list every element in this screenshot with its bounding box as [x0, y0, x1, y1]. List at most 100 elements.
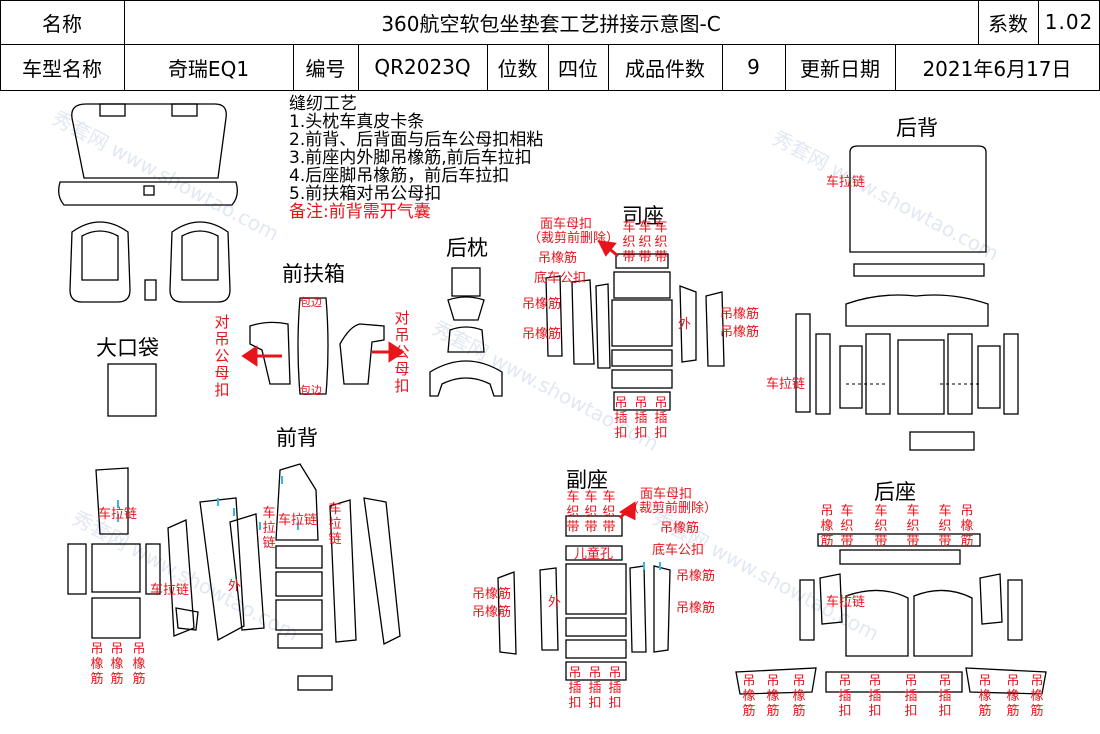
zipper-label: 车拉链 — [278, 513, 318, 528]
elastic-label: 吊橡筋 — [820, 504, 834, 549]
elastic-label: 吊橡筋 — [132, 642, 146, 687]
note-item: 2.前背、后背面与后车公母扣相粘 — [289, 130, 544, 150]
section-passenger-seat: 副座 — [566, 468, 608, 492]
notes-remark: 备注:前背需开气囊 — [289, 202, 431, 222]
section-front-armrest: 前扶箱 — [282, 262, 345, 286]
elastic-label: 吊橡筋 — [1030, 674, 1044, 719]
hook-buckle-label: 吊插扣 — [634, 396, 648, 441]
woven-strip-label: 车织带 — [622, 220, 636, 265]
note-item: 3.前座内外脚吊橡筋,前后车拉扣 — [289, 148, 532, 168]
woven-strip-label: 车织带 — [584, 490, 598, 535]
outer-label: 外 — [228, 579, 242, 594]
paired-buckle-label: 对吊公母扣 — [214, 313, 230, 399]
elastic-label: 吊橡筋 — [522, 297, 562, 312]
elastic-label: 吊橡筋 — [720, 325, 760, 340]
zipper-label: 车拉链 — [826, 595, 866, 610]
hook-buckle-label: 吊插扣 — [588, 666, 602, 711]
name-label: 名称 — [42, 11, 82, 36]
note-item: 5.前扶箱对吊公母扣 — [289, 184, 442, 204]
driver-seat-pieces — [545, 253, 725, 411]
hook-buckle-label: 吊插扣 — [868, 674, 882, 719]
rear-seat-pieces — [735, 533, 1047, 695]
code-label: 编号 — [305, 56, 346, 81]
notes-title: 缝纫工艺 — [289, 94, 357, 114]
elastic-label: 吊橡筋 — [742, 674, 756, 719]
rear-headrest-pieces — [429, 267, 503, 397]
page-title: 360航空软包坐垫套工艺拼接示意图-C — [381, 11, 721, 36]
elastic-label: 吊橡筋 — [110, 642, 124, 687]
trim-note-label: （裁剪前删除） — [528, 231, 620, 246]
hook-buckle-label: 吊插扣 — [614, 396, 628, 441]
elastic-label: 吊橡筋 — [978, 674, 992, 719]
coef-label: 系数 — [988, 11, 1028, 36]
coef-value: 1.02 — [1044, 10, 1094, 34]
section-driver-seat: 司座 — [622, 204, 664, 228]
trim-note-label: （裁剪前删除） — [626, 501, 718, 516]
woven-strip-label: 车织带 — [638, 220, 652, 265]
section-rear-headrest: 后枕 — [446, 236, 488, 260]
woven-strip-label: 车织带 — [654, 220, 668, 265]
hook-buckle-label: 吊插扣 — [904, 674, 918, 719]
sewing-notes: 缝纫工艺 1.头枕车真皮卡条 2.前背、后背面与后车公母扣相粘 3.前座内外脚吊… — [289, 95, 543, 221]
rear-back-pieces — [795, 145, 1019, 451]
cyan-markers — [117, 476, 661, 570]
elastic-label: 吊橡筋 — [660, 521, 700, 536]
pieces-label: 成品件数 — [625, 56, 705, 81]
elastic-label: 吊橡筋 — [90, 642, 104, 687]
zipper-label: 车拉链 — [766, 377, 806, 392]
note-item: 4.后座脚吊橡筋，前后车拉扣 — [289, 166, 510, 186]
section-rear-back: 后背 — [896, 116, 938, 140]
hook-buckle-label: 吊插扣 — [838, 674, 852, 719]
front-armrest-pieces — [249, 297, 385, 395]
arrow-icons — [241, 240, 636, 521]
elastic-label: 吊橡筋 — [792, 674, 806, 719]
elastic-label: 吊橡筋 — [960, 504, 974, 549]
outer-label: 外 — [548, 595, 562, 610]
woven-strip-label: 车织带 — [906, 504, 920, 549]
edge-binding-label: 包边 — [300, 296, 322, 309]
section-rear-seat: 后座 — [874, 480, 916, 504]
zipper-label: 车拉链 — [98, 507, 138, 522]
passenger-seat-pieces — [497, 515, 671, 681]
outer-label: 外 — [678, 317, 692, 332]
elastic-label: 吊橡筋 — [676, 601, 716, 616]
woven-strip-label: 车织带 — [566, 490, 580, 535]
paired-buckle-label: 对吊公母扣 — [394, 309, 410, 395]
elastic-label: 吊橡筋 — [472, 587, 512, 602]
pieces-value: 9 — [747, 55, 760, 79]
hook-buckle-label: 吊插扣 — [568, 666, 582, 711]
model-label: 车型名称 — [22, 56, 102, 81]
woven-strip-label: 车织带 — [874, 504, 888, 549]
elastic-label: 吊橡筋 — [538, 251, 578, 266]
big-pocket-piece — [107, 363, 157, 417]
seat-overview — [58, 103, 238, 303]
section-front-back: 前背 — [276, 426, 318, 450]
hook-buckle-label: 吊插扣 — [938, 674, 952, 719]
front-back-pieces — [67, 463, 401, 691]
seats-value: 四位 — [558, 56, 598, 81]
elastic-label: 吊橡筋 — [766, 674, 780, 719]
bottom-buckle-label: 底车公扣 — [534, 271, 587, 286]
child-hole-label: 儿童孔 — [574, 547, 614, 562]
zipper-label: 车拉链 — [262, 506, 276, 551]
elastic-label: 吊橡筋 — [720, 307, 760, 322]
bottom-buckle-label: 底车公扣 — [652, 543, 705, 558]
edge-binding-label: 包边 — [300, 384, 322, 397]
hook-buckle-label: 吊插扣 — [654, 396, 668, 441]
woven-strip-label: 车织带 — [840, 504, 854, 549]
hook-buckle-label: 吊插扣 — [608, 666, 622, 711]
date-value: 2021年6月17日 — [922, 56, 1072, 81]
elastic-label: 吊橡筋 — [1006, 674, 1020, 719]
section-big-pocket: 大口袋 — [96, 336, 159, 360]
code-value: QR2023Q — [374, 55, 471, 79]
zipper-label: 车拉链 — [150, 583, 190, 598]
elastic-label: 吊橡筋 — [472, 605, 512, 620]
front-buckle-label: 面车母扣 — [640, 487, 693, 502]
seats-label: 位数 — [497, 56, 538, 81]
front-buckle-label: 面车母扣 — [540, 217, 593, 232]
date-label: 更新日期 — [800, 56, 880, 81]
elastic-label: 吊橡筋 — [676, 569, 716, 584]
zipper-label: 车拉链 — [826, 175, 866, 190]
